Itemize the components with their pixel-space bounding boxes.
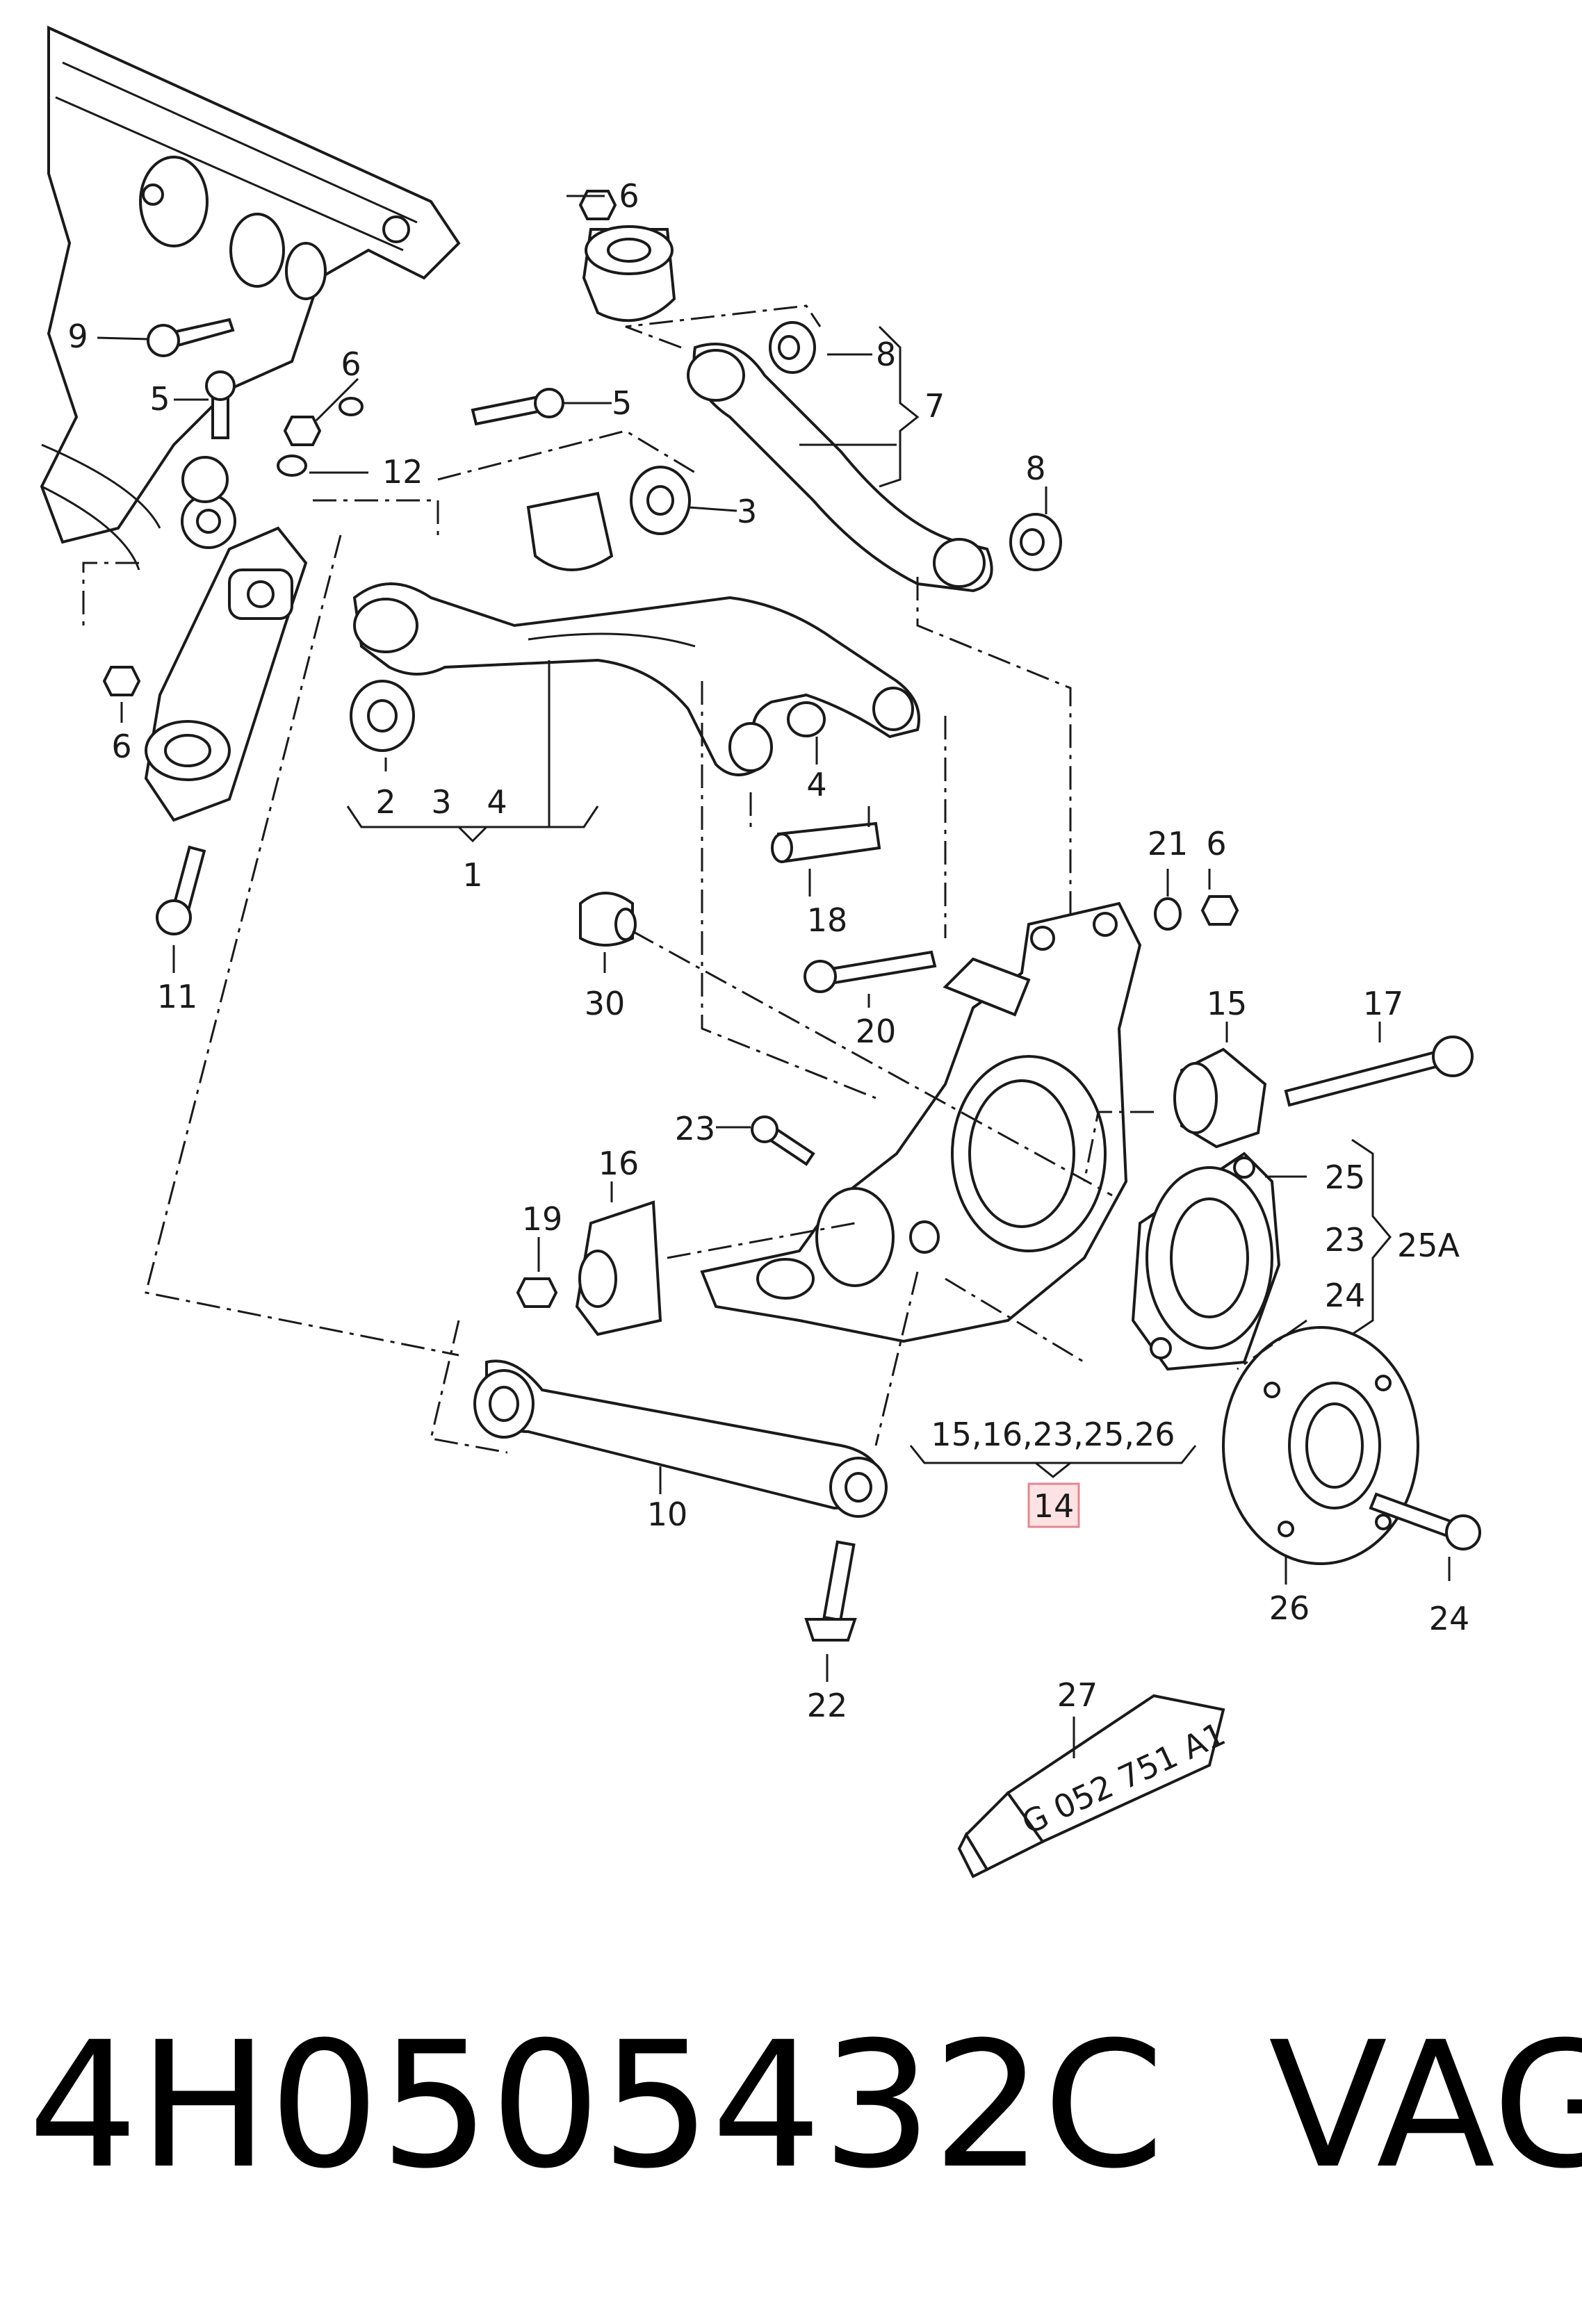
callout-4-group: 4: [487, 783, 507, 821]
bushing-30: [579, 892, 637, 947]
bracket-group-1: [346, 660, 599, 843]
callout-6-mid: 6: [341, 345, 361, 383]
bushing-15: [1173, 1047, 1267, 1149]
callout-25: 25: [1325, 1159, 1366, 1196]
callout-7: 7: [924, 387, 945, 425]
bolt-20: [804, 950, 937, 993]
callout-labels: 9 5 6 6 12 5 8 7 8 3 6 2 3 4 1 4 18 11 3…: [67, 177, 1469, 1724]
callout-6-top: 6: [619, 177, 639, 215]
part-number: 4H0505432C: [28, 2004, 1165, 2207]
wheel-bearing-25: [1131, 1152, 1281, 1371]
callout-8-right: 8: [1025, 450, 1045, 487]
assembly-lines: [82, 304, 1307, 1454]
callout-9: 9: [67, 318, 88, 355]
wheel-carrier: [700, 901, 1142, 1343]
callout-14: 14: [1034, 1487, 1075, 1525]
callout-5-center: 5: [612, 384, 632, 422]
washer-12: [277, 397, 364, 477]
subframe-mount-bushing: [582, 225, 676, 322]
highlighted-callout-14: 14: [1027, 1482, 1080, 1528]
bushing-16: [575, 1200, 662, 1336]
callout-group-15-16-23-25-26: 15,16,23,25,26: [931, 1416, 1175, 1453]
callout-24-right: 24: [1325, 1277, 1366, 1314]
callout-23-right: 23: [1325, 1221, 1366, 1259]
bolt-17: [1284, 1036, 1474, 1107]
leader-lines: [97, 195, 1451, 1758]
subframe: [40, 25, 461, 571]
bushing-4: [728, 687, 914, 772]
grease-tube-27: G 052 751 A1: [957, 1694, 1231, 1879]
nut-19: [516, 1277, 558, 1308]
upper-control-arm: [687, 343, 993, 593]
callout-2: 2: [375, 783, 396, 821]
callout-5-left: 5: [149, 380, 170, 418]
callout-4: 4: [806, 766, 826, 803]
callout-17: 17: [1363, 985, 1404, 1022]
bracket-group-25A: [1351, 1138, 1392, 1336]
bracket-group-7: [799, 325, 920, 488]
bushing-8-upper: [769, 321, 816, 374]
callout-19: 19: [522, 1200, 563, 1238]
bushing-2: [350, 680, 415, 752]
callout-23-left: 23: [675, 1110, 716, 1147]
callout-6-right: 6: [1206, 825, 1226, 862]
bolt-9: [147, 318, 235, 357]
caption: 4H0505432C VAG: [28, 2002, 1582, 2210]
bolt-24: [1369, 1492, 1481, 1550]
lower-link-10: [473, 1359, 888, 1518]
callout-16: 16: [598, 1145, 639, 1182]
bolt-5-left: [205, 370, 236, 439]
callout-30: 30: [585, 985, 626, 1022]
callout-21: 21: [1148, 825, 1189, 862]
washer-21: [1154, 897, 1182, 931]
lower-wishbone: [352, 582, 920, 776]
brand-name: VAG: [1269, 2004, 1582, 2207]
callout-12: 12: [382, 453, 423, 491]
callout-10: 10: [647, 1496, 688, 1533]
bolt-5-center: [471, 388, 564, 426]
callout-11: 11: [157, 978, 198, 1015]
bracket-group-14: [909, 1445, 1197, 1478]
nut-6: [102, 190, 1239, 926]
wheel-hub-26: [1222, 1326, 1419, 1565]
callout-25A: 25A: [1397, 1227, 1460, 1264]
bolt-23: [751, 1115, 815, 1166]
bushing-3: [526, 466, 691, 571]
bushing-8-outer: [1009, 513, 1062, 571]
callout-15: 15: [1207, 985, 1248, 1022]
callout-6-left: 6: [111, 728, 131, 765]
pin-18: [771, 821, 881, 864]
rear-mount-bracket: [144, 456, 308, 822]
bolt-22: [804, 1540, 857, 1642]
callout-26: 26: [1269, 1589, 1310, 1627]
callout-8-top: 8: [876, 336, 896, 373]
callout-3: 3: [737, 493, 757, 530]
callout-22: 22: [807, 1687, 848, 1724]
callout-20: 20: [856, 1013, 897, 1050]
callout-3-group: 3: [431, 783, 451, 821]
bolt-11: [156, 845, 206, 935]
callout-1: 1: [462, 856, 482, 894]
callout-24-bottom: 24: [1429, 1600, 1470, 1637]
callout-18: 18: [807, 901, 848, 939]
callout-27: 27: [1057, 1676, 1098, 1714]
